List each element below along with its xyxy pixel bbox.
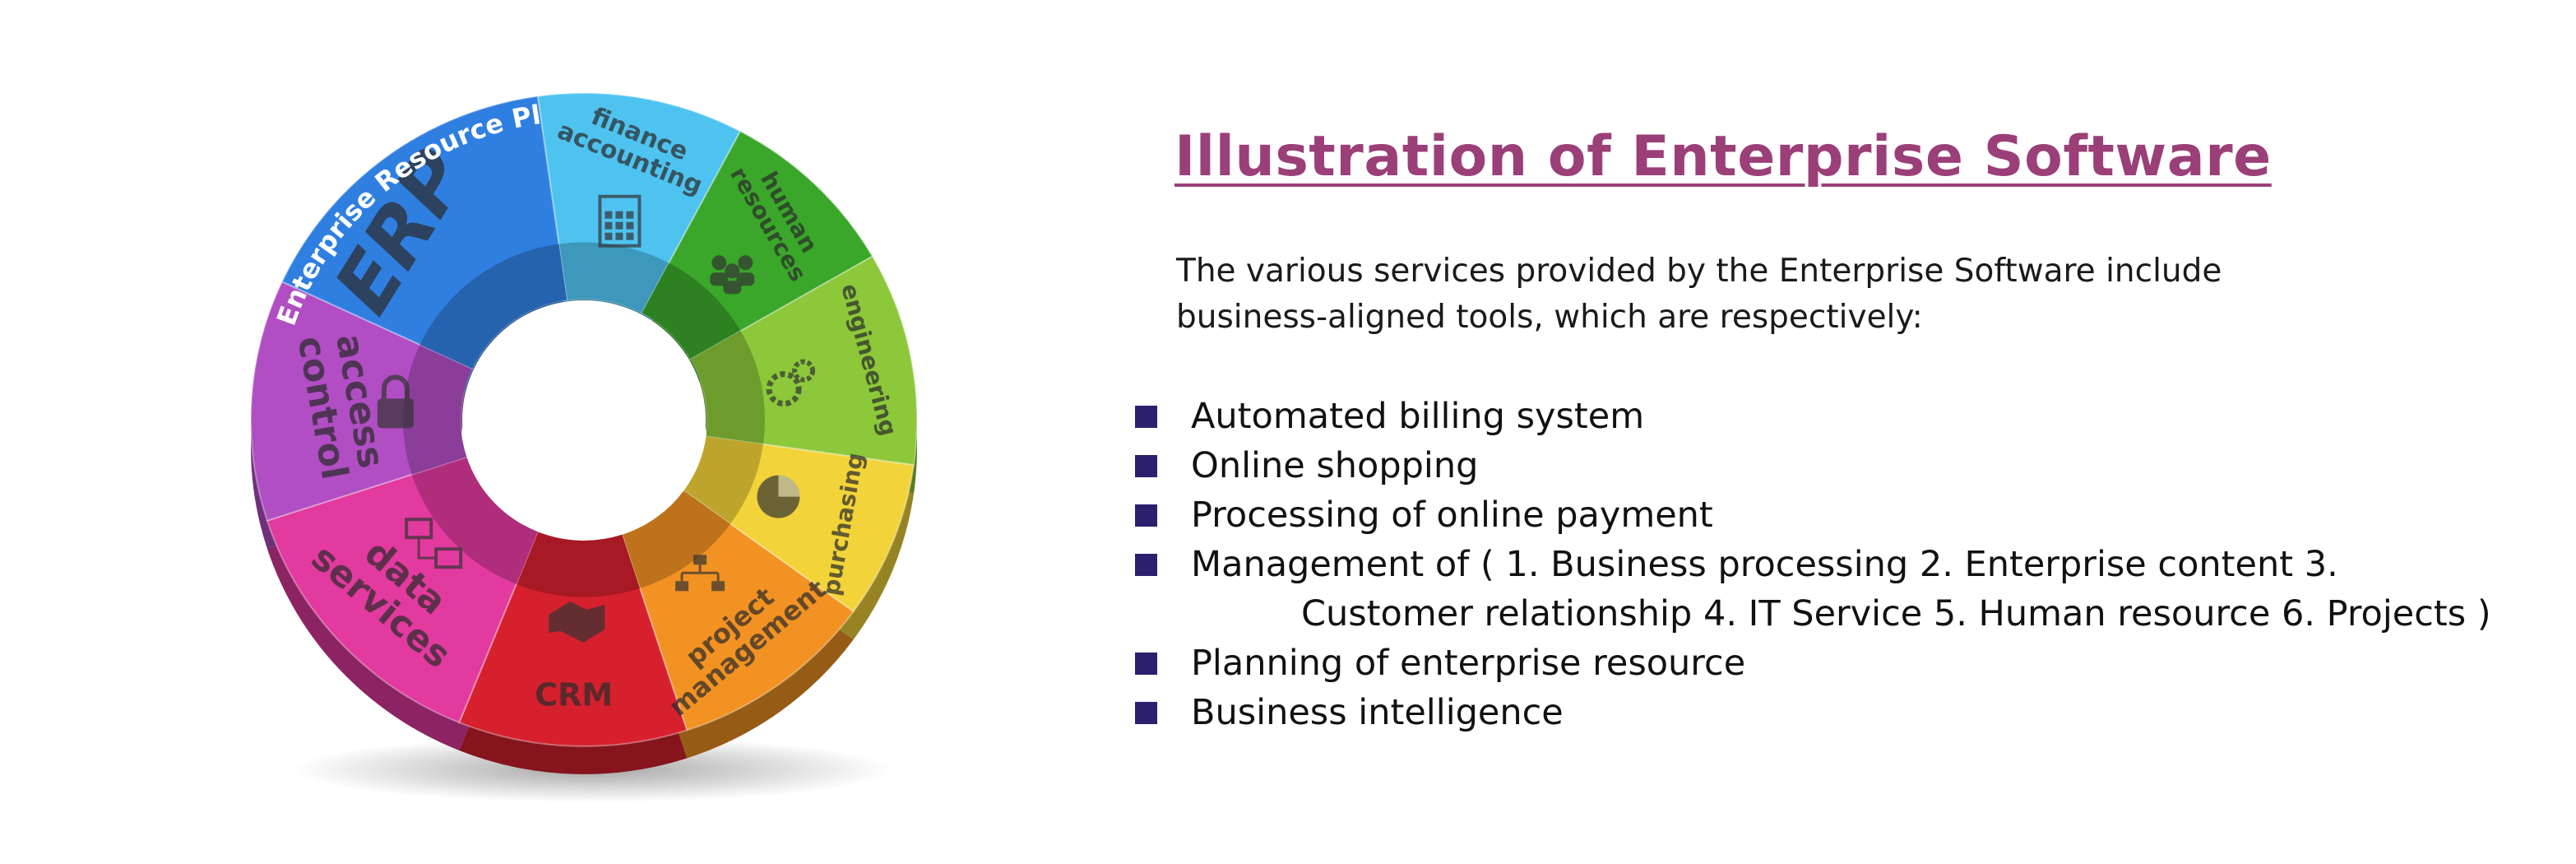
segment-bevel-engineering bbox=[690, 331, 765, 445]
segment-bevel-purchasing bbox=[683, 436, 763, 524]
segment-bevel-access bbox=[403, 344, 473, 475]
text-panel: Illustration of Enterprise Software The … bbox=[1135, 123, 2533, 737]
calculator-icon bbox=[598, 194, 642, 248]
square-bullet-icon bbox=[1135, 652, 1157, 675]
intro-paragraph: The various services provided by the Ent… bbox=[1176, 252, 2222, 336]
list-item: Planning of enterprise resource bbox=[1135, 639, 2533, 688]
list-item: Processing of online payment bbox=[1135, 490, 2533, 540]
square-bullet-icon bbox=[1135, 405, 1157, 428]
list-item: Online shopping bbox=[1135, 441, 2533, 490]
service-label: Business intelligence bbox=[1191, 691, 1564, 733]
segment-bevel-project bbox=[622, 490, 730, 589]
pie-chart-icon bbox=[757, 475, 800, 518]
service-label: Automated billing system bbox=[1191, 395, 1645, 437]
segment-bevel-finance bbox=[558, 242, 669, 314]
list-item: Management of ( 1. Business processing 2… bbox=[1135, 540, 2533, 639]
network-icon bbox=[405, 518, 463, 569]
segment-bevel-crm bbox=[516, 532, 640, 597]
segment-group-crm: CRM bbox=[535, 601, 613, 713]
segment-bevel-data bbox=[411, 457, 538, 584]
gears-icon bbox=[766, 359, 816, 407]
lock-icon bbox=[377, 374, 414, 429]
segment-label-crm: CRM bbox=[535, 677, 613, 713]
org-chart-icon bbox=[675, 555, 725, 592]
service-label: Processing of online payment bbox=[1191, 494, 1713, 536]
service-label: Planning of enterprise resource bbox=[1191, 642, 1746, 684]
service-label: Online shopping bbox=[1191, 444, 1479, 486]
square-bullet-icon bbox=[1135, 454, 1157, 477]
square-bullet-icon bbox=[1135, 504, 1157, 527]
square-bullet-icon bbox=[1135, 701, 1157, 724]
service-label: Management of ( 1. Business processing 2… bbox=[1191, 543, 2338, 585]
segment-bevel-erp bbox=[419, 244, 568, 369]
handshake-icon bbox=[549, 601, 605, 643]
wheel-hole bbox=[462, 300, 706, 540]
segment-bevel-hr bbox=[642, 262, 741, 360]
page-title: Illustration of Enterprise Software bbox=[1174, 124, 2272, 189]
list-item: Business intelligence bbox=[1135, 688, 2533, 737]
people-icon bbox=[710, 255, 755, 295]
service-label-continuation: Customer relationship 4. IT Service 5. H… bbox=[1301, 592, 2491, 634]
list-item: Automated billing system bbox=[1135, 392, 2533, 441]
erp-wheel-svg: financeaccountinghumanresourcesengineeri… bbox=[148, 8, 918, 802]
square-bullet-icon bbox=[1135, 553, 1157, 576]
services-list: Automated billing system Online shopping… bbox=[1135, 392, 2533, 737]
